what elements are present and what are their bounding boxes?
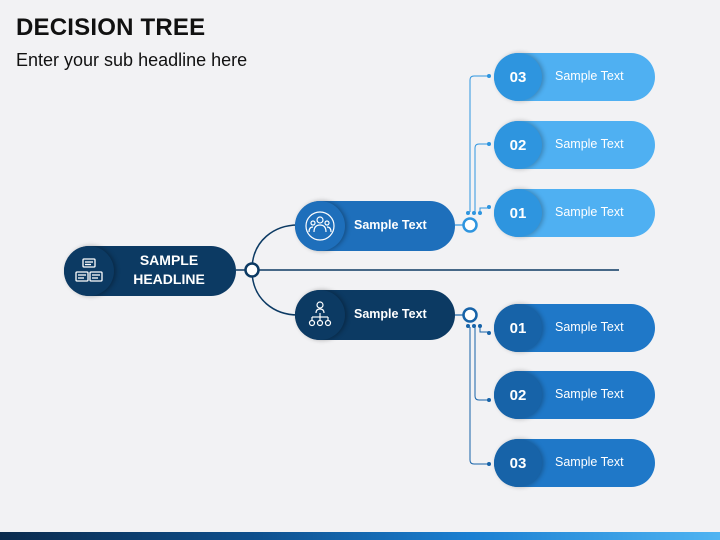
upper-item-03[interactable]: 03 Sample Text	[494, 53, 655, 101]
page-subtitle: Enter your sub headline here	[16, 50, 248, 70]
page-title: DECISION TREE	[16, 14, 206, 41]
branch-upper-label: Sample Text	[354, 218, 427, 232]
decision-tree-boxes-icon	[64, 246, 114, 296]
upper-item-03-number: 03	[494, 53, 542, 101]
upper-item-02[interactable]: 02 Sample Text	[494, 121, 655, 169]
lower-item-01[interactable]: 01 Sample Text	[494, 304, 655, 352]
branch-lower-label: Sample Text	[354, 307, 427, 321]
org-chart-icon	[295, 290, 345, 340]
team-icon	[295, 201, 345, 251]
upper-item-02-number: 02	[494, 121, 542, 169]
lower-item-01-number: 01	[494, 304, 542, 352]
lower-item-01-label: Sample Text	[555, 320, 624, 334]
root-headline-label: SAMPLE HEADLINE	[133, 252, 205, 287]
lower-item-03-label: Sample Text	[555, 455, 624, 469]
upper-item-03-label: Sample Text	[555, 69, 624, 83]
lower-item-03-number: 03	[494, 439, 542, 487]
branch-lower[interactable]: Sample Text	[295, 290, 455, 340]
branch-upper[interactable]: Sample Text	[295, 201, 455, 251]
root-headline-node[interactable]: SAMPLE HEADLINE	[64, 246, 236, 296]
lower-item-02-number: 02	[494, 371, 542, 419]
lower-item-02-label: Sample Text	[555, 387, 624, 401]
bottom-accent-bar	[0, 532, 720, 540]
upper-item-02-label: Sample Text	[555, 137, 624, 151]
lower-item-02[interactable]: 02 Sample Text	[494, 371, 655, 419]
lower-item-03[interactable]: 03 Sample Text	[494, 439, 655, 487]
upper-item-01[interactable]: 01 Sample Text	[494, 189, 655, 237]
upper-item-01-label: Sample Text	[555, 205, 624, 219]
upper-item-01-number: 01	[494, 189, 542, 237]
